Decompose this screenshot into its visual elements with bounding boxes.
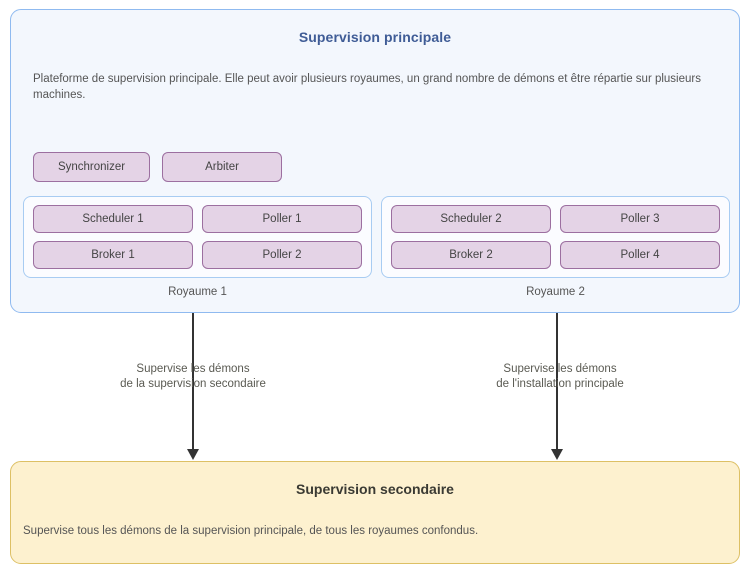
daemon-broker-2[interactable]: Broker 2 [391,241,551,269]
realm-2: Scheduler 2 Poller 3 Broker 2 Poller 4 R… [381,196,730,298]
main-supervision-panel: Supervision principale Plateforme de sup… [10,9,740,313]
realm-1-row-2: Broker 1 Poller 2 [33,241,362,269]
realm-1-box: Scheduler 1 Poller 1 Broker 1 Poller 2 [23,196,372,278]
realm-list: Scheduler 1 Poller 1 Broker 1 Poller 2 R… [23,196,730,298]
daemon-scheduler-2[interactable]: Scheduler 2 [391,205,551,233]
daemon-arbiter[interactable]: Arbiter [162,152,282,182]
connector-arrow-left [186,313,200,461]
connector-label-right: Supervise les démons de l'installation p… [496,363,624,390]
realm-2-row-2: Broker 2 Poller 4 [391,241,720,269]
secondary-supervision-panel: Supervision secondaire Supervise tous le… [10,461,740,564]
realm-2-label: Royaume 2 [526,286,585,298]
daemon-poller-1[interactable]: Poller 1 [202,205,362,233]
arrowhead-down-icon [187,449,199,460]
secondary-panel-description: Supervise tous les démons de la supervis… [23,525,479,537]
connector-arrow-right [550,313,564,461]
realm-2-row-1: Scheduler 2 Poller 3 [391,205,720,233]
secondary-panel-title: Supervision secondaire [296,481,454,497]
realm-1-label: Royaume 1 [168,286,227,298]
daemon-poller-2[interactable]: Poller 2 [202,241,362,269]
realm-1-row-1: Scheduler 1 Poller 1 [33,205,362,233]
realm-1: Scheduler 1 Poller 1 Broker 1 Poller 2 R… [23,196,372,298]
daemon-scheduler-1[interactable]: Scheduler 1 [33,205,193,233]
daemon-synchronizer[interactable]: Synchronizer [33,152,150,182]
top-daemon-row: Synchronizer Arbiter [33,152,282,182]
daemon-broker-1[interactable]: Broker 1 [33,241,193,269]
arrow-shaft [556,313,558,451]
daemon-poller-3[interactable]: Poller 3 [560,205,720,233]
realm-2-box: Scheduler 2 Poller 3 Broker 2 Poller 4 [381,196,730,278]
arrowhead-down-icon [551,449,563,460]
arrow-shaft [192,313,194,451]
daemon-poller-4[interactable]: Poller 4 [560,241,720,269]
main-panel-title: Supervision principale [298,29,452,45]
main-panel-description: Plateforme de supervision principale. El… [33,73,701,101]
connector-label-left: Supervise les démons de la supervision s… [120,363,266,390]
